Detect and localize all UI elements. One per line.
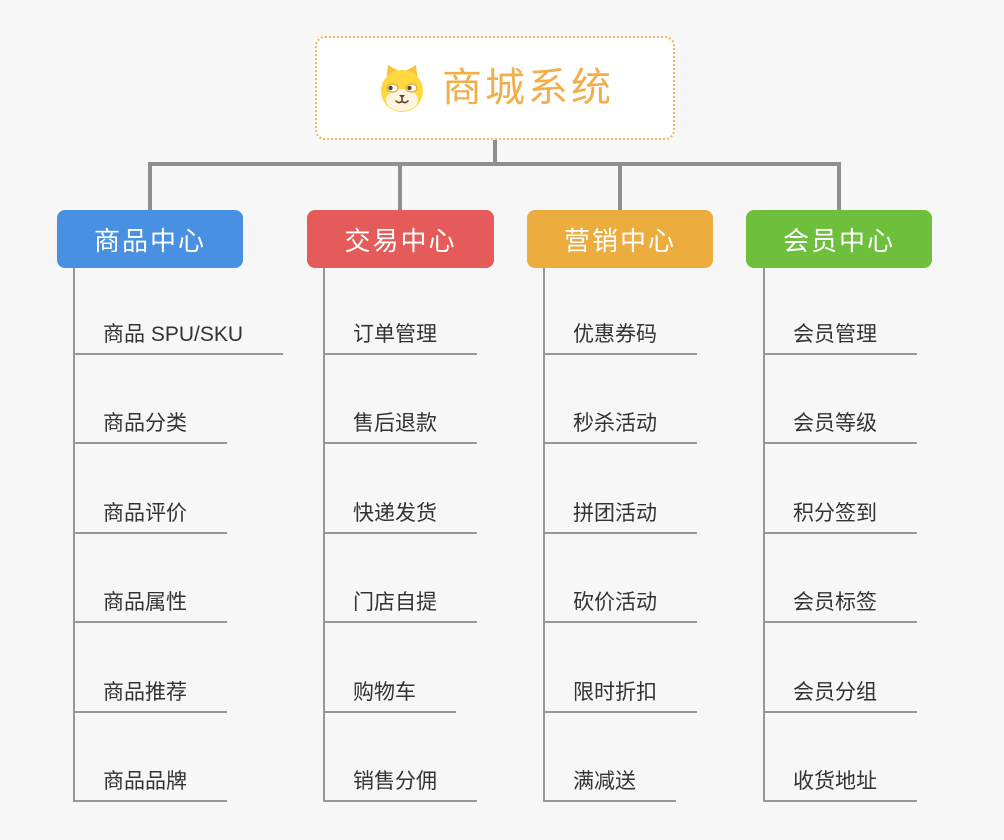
leaf-label: 售后退款 xyxy=(353,411,437,435)
leaf-node[interactable]: 秒杀活动 xyxy=(543,400,697,444)
leaf-node[interactable]: 快递发货 xyxy=(323,490,477,534)
leaf-node[interactable]: 砍价活动 xyxy=(543,579,697,623)
leaf-node[interactable]: 会员分组 xyxy=(763,669,917,713)
leaf-label: 会员管理 xyxy=(793,322,877,346)
leaf-node[interactable]: 销售分佣 xyxy=(323,758,477,802)
leaf-label: 秒杀活动 xyxy=(573,411,657,435)
connector-drop-product xyxy=(148,162,152,211)
leaf-node[interactable]: 拼团活动 xyxy=(543,490,697,534)
leaf-label: 优惠券码 xyxy=(573,322,657,346)
connector-trunk-marketing xyxy=(543,268,545,802)
leaf-label: 商品推荐 xyxy=(103,680,187,704)
leaf-label: 砍价活动 xyxy=(573,590,657,614)
leaf-label: 收货地址 xyxy=(793,769,877,793)
leaf-label: 商品属性 xyxy=(103,590,187,614)
connector-trunk-product xyxy=(73,268,75,802)
leaf-label: 限时折扣 xyxy=(573,680,657,704)
dog-icon xyxy=(376,62,428,114)
leaf-label: 商品评价 xyxy=(103,501,187,525)
connector-trunk-trade xyxy=(323,268,325,802)
leaf-label: 商品 SPU/SKU xyxy=(103,322,244,346)
leaf-node[interactable]: 限时折扣 xyxy=(543,669,697,713)
leaf-label: 购物车 xyxy=(353,680,416,704)
leaf-label: 会员分组 xyxy=(793,680,877,704)
leaf-label: 会员标签 xyxy=(793,590,877,614)
leaf-node[interactable]: 满减送 xyxy=(543,758,676,802)
leaf-label: 积分签到 xyxy=(793,501,877,525)
leaf-node[interactable]: 门店自提 xyxy=(323,579,477,623)
leaf-node[interactable]: 商品 SPU/SKU xyxy=(73,311,284,355)
leaf-node[interactable]: 售后退款 xyxy=(323,400,477,444)
branch-node-marketing-center[interactable]: 营销中心 xyxy=(527,210,713,268)
leaf-label: 订单管理 xyxy=(353,322,437,346)
connector-drop-marketing xyxy=(618,162,622,211)
connector-drop-trade xyxy=(398,162,402,211)
leaf-node[interactable]: 商品分类 xyxy=(73,400,227,444)
branch-node-member-center[interactable]: 会员中心 xyxy=(746,210,932,268)
leaf-node[interactable]: 会员标签 xyxy=(763,579,917,623)
leaf-label: 快递发货 xyxy=(353,501,437,525)
leaf-node[interactable]: 订单管理 xyxy=(323,311,477,355)
leaf-label: 销售分佣 xyxy=(353,769,437,793)
connector-trunk-member xyxy=(763,268,765,802)
leaf-node[interactable]: 购物车 xyxy=(323,669,456,713)
connector-root-stem xyxy=(493,140,497,166)
leaf-node[interactable]: 商品评价 xyxy=(73,490,227,534)
leaf-node[interactable]: 商品推荐 xyxy=(73,669,227,713)
leaf-label: 门店自提 xyxy=(353,590,437,614)
leaf-node[interactable]: 收货地址 xyxy=(763,758,917,802)
leaf-label: 满减送 xyxy=(573,769,636,793)
leaf-node[interactable]: 会员管理 xyxy=(763,311,917,355)
leaf-label: 商品分类 xyxy=(103,411,187,435)
leaf-label: 拼团活动 xyxy=(573,501,657,525)
leaf-node[interactable]: 优惠券码 xyxy=(543,311,697,355)
connector-drop-member xyxy=(837,162,841,211)
branch-node-trade-center[interactable]: 交易中心 xyxy=(307,210,494,268)
branch-node-product-center[interactable]: 商品中心 xyxy=(57,210,243,268)
leaf-node[interactable]: 商品属性 xyxy=(73,579,227,623)
leaf-node[interactable]: 商品品牌 xyxy=(73,758,227,802)
root-title: 商城系统 xyxy=(442,66,614,110)
leaf-label: 商品品牌 xyxy=(103,769,187,793)
connector-rail xyxy=(148,162,841,166)
leaf-node[interactable]: 积分签到 xyxy=(763,490,917,534)
leaf-node[interactable]: 会员等级 xyxy=(763,400,917,444)
leaf-label: 会员等级 xyxy=(793,411,877,435)
root-node[interactable]: 商城系统 xyxy=(315,36,675,140)
